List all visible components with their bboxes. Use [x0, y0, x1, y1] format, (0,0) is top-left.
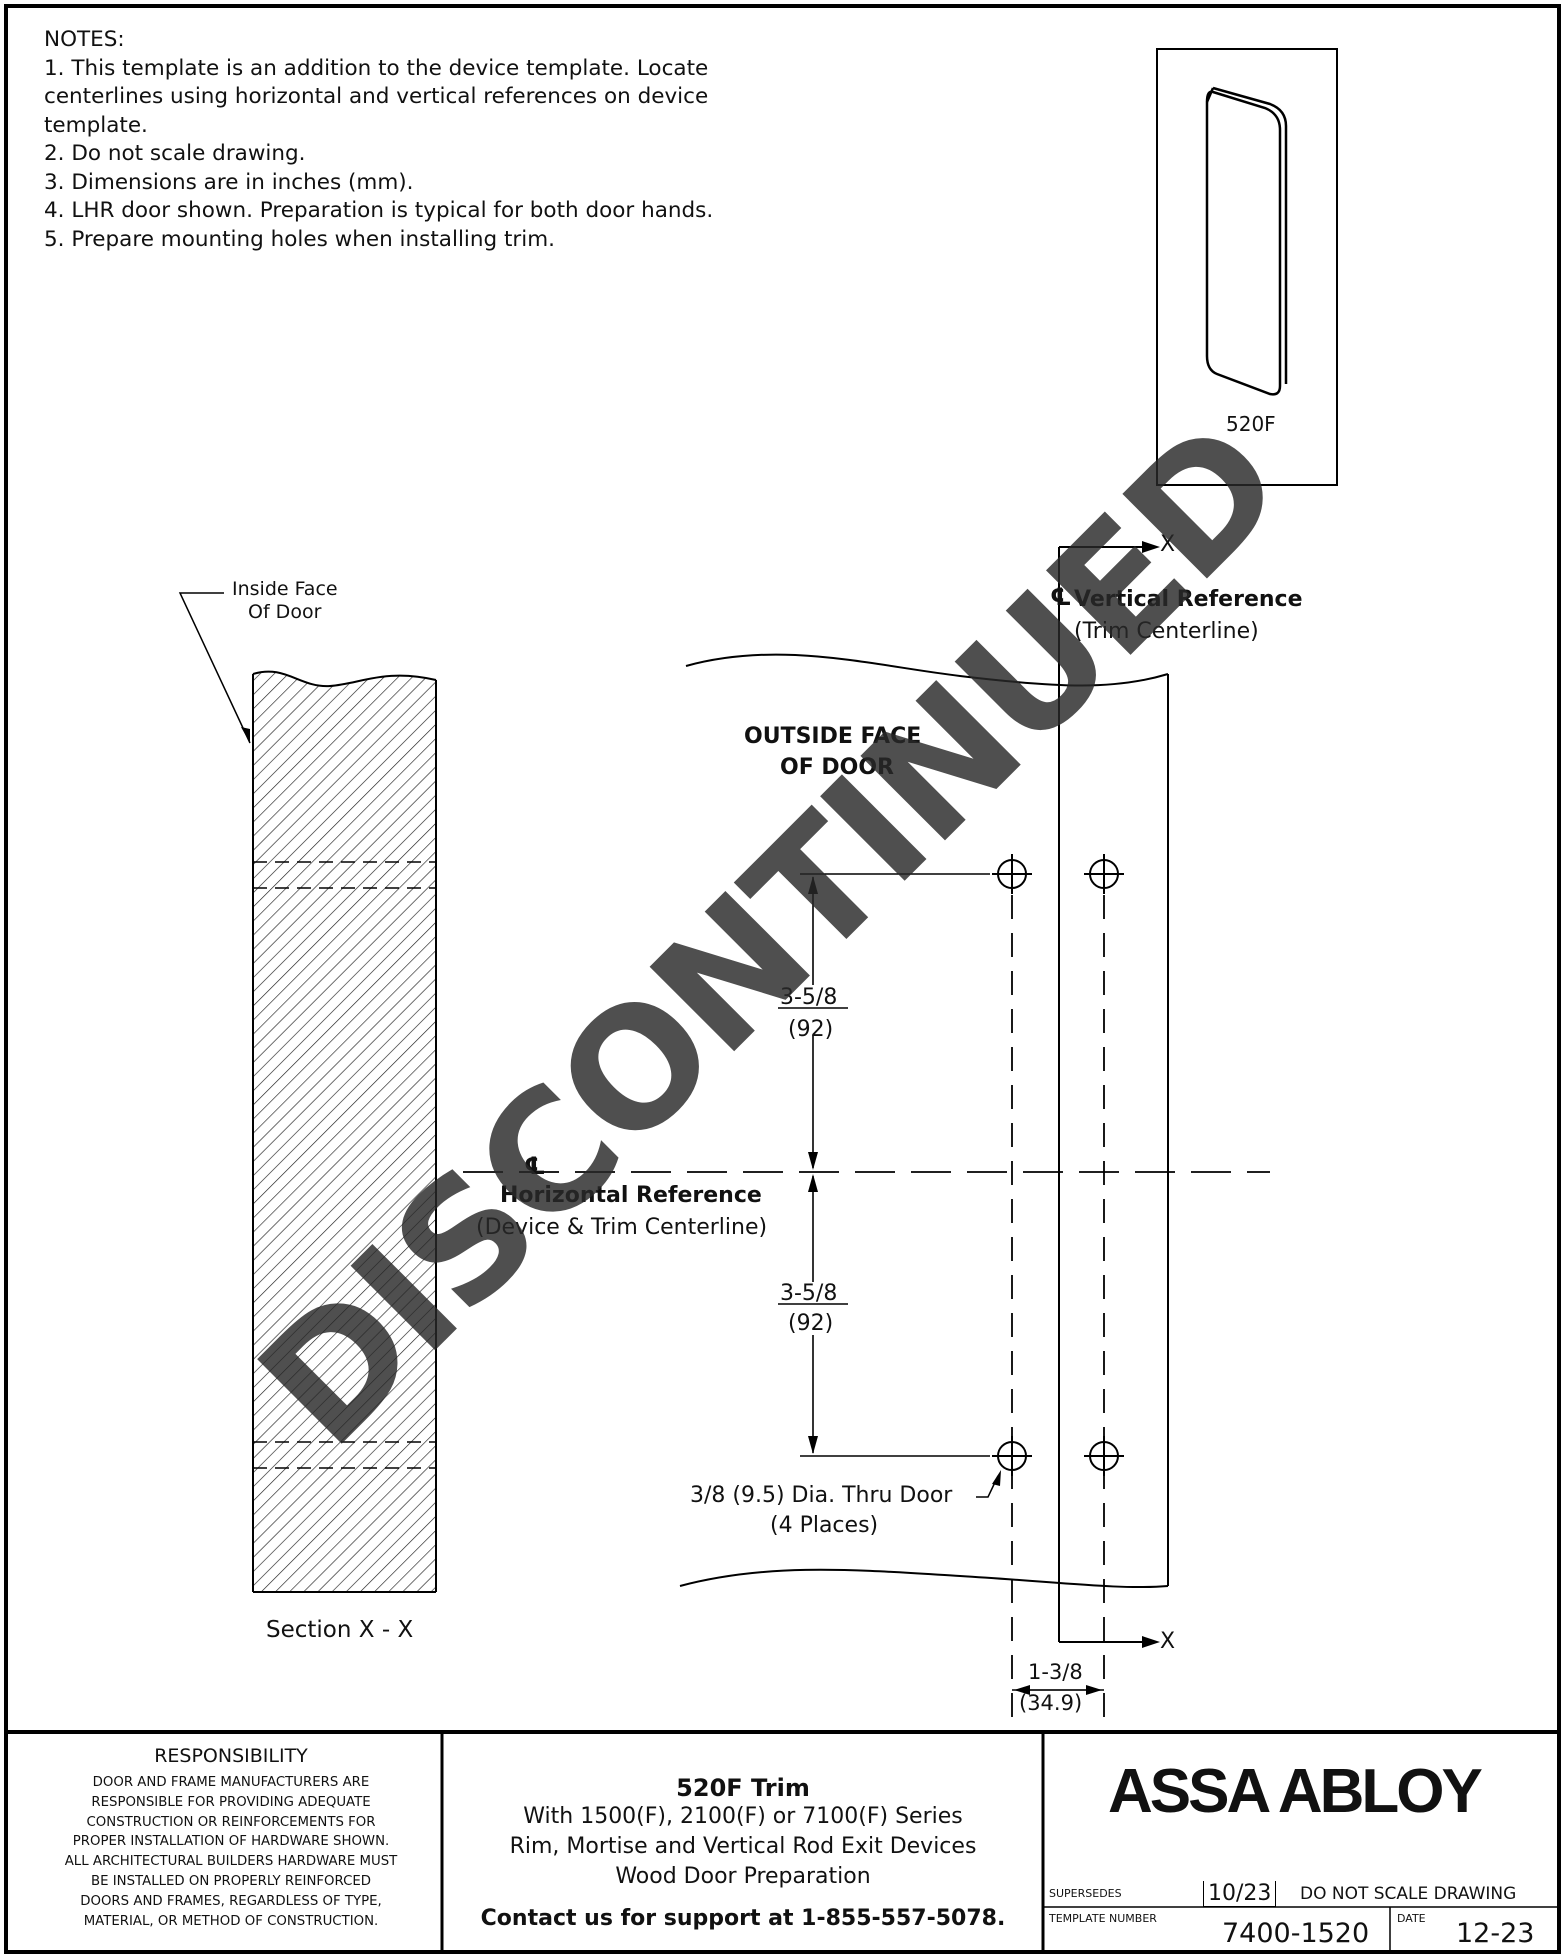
upper-dimension-inches: 3-5/8	[780, 985, 838, 1010]
width-dimension-mm: (34.9)	[1019, 1691, 1083, 1715]
responsibility-line: RESPONSIBLE FOR PROVIDING ADEQUATE	[91, 1794, 371, 1810]
note-line: centerlines using horizontal and vertica…	[44, 84, 709, 109]
responsibility-line: ALL ARCHITECTURAL BUILDERS HARDWARE MUST	[64, 1854, 398, 1870]
product-line-3: Rim, Mortise and Vertical Rod Exit Devic…	[509, 1834, 977, 1859]
note-line: 3. Dimensions are in inches (mm).	[44, 169, 414, 195]
vertical-reference-subtitle: (Trim Centerline)	[1074, 619, 1259, 644]
responsibility-title: RESPONSIBILITY	[154, 1745, 308, 1767]
note-line: 4. LHR door shown. Preparation is typica…	[44, 198, 714, 223]
trim-plate-illustration	[1205, 86, 1288, 396]
note-line: 5. Prepare mounting holes when installin…	[44, 226, 556, 252]
responsibility-line: CONSTRUCTION OR REINFORCEMENTS FOR	[86, 1814, 376, 1830]
inside-face-leader	[178, 592, 251, 744]
brand-logo: ASSA ABLOY	[1108, 1757, 1483, 1826]
hole-note-line-1: 3/8 (9.5) Dia. Thru Door	[690, 1483, 953, 1508]
notes-heading: NOTES:	[44, 27, 125, 52]
note-line: 2. Do not scale drawing.	[44, 141, 306, 166]
product-line-4: Wood Door Preparation	[615, 1864, 871, 1889]
product-line-2: With 1500(F), 2100(F) or 7100(F) Series	[523, 1804, 963, 1829]
product-model-label: 520F	[1226, 412, 1276, 436]
door-top-break	[685, 653, 1169, 687]
section-caption: Section X - X	[266, 1617, 414, 1643]
lower-dimension-inches: 3-5/8	[780, 1281, 838, 1306]
vertical-dimensions	[800, 873, 990, 1457]
general-notes: NOTES: 1. This template is an addition t…	[44, 26, 714, 254]
hole-centerlines	[1011, 895, 1105, 1730]
product-title: 520F Trim	[676, 1774, 810, 1802]
vertical-reference-title: Vertical Reference	[1074, 587, 1303, 612]
responsibility-line: DOOR AND FRAME MANUFACTURERS ARE	[92, 1775, 370, 1790]
responsibility-line: PROPER INSTALLATION OF HARDWARE SHOWN.	[72, 1834, 390, 1850]
inside-face-label-1: Inside Face	[232, 578, 338, 600]
hole-note-line-2: (4 Places)	[770, 1513, 879, 1538]
outside-face-label-1: OUTSIDE FACE	[744, 724, 922, 749]
horizontal-ref-centerline-symbol: ℄	[524, 1152, 546, 1180]
outside-face-label-2: OF DOOR	[780, 755, 894, 780]
vertical-ref-centerline-symbol: ℄	[1050, 583, 1072, 611]
door-section-hatch	[252, 670, 437, 1593]
horizontal-reference-subtitle: (Device & Trim Centerline)	[476, 1215, 768, 1240]
responsibility-text: DOOR AND FRAME MANUFACTURERS ARE RESPONS…	[20, 1773, 442, 1931]
width-dimension-inches: 1-3/8	[1028, 1660, 1083, 1684]
inside-face-label-2: Of Door	[248, 601, 322, 623]
responsibility-line: BE INSTALLED ON PROPERLY REINFORCED	[90, 1873, 372, 1889]
date-label: DATE	[1397, 1912, 1426, 1925]
lower-dimension-mm: (92)	[788, 1311, 834, 1336]
upper-dimension-mm: (92)	[788, 1017, 834, 1042]
mounting-holes	[992, 854, 1124, 1476]
support-contact: Contact us for support at 1-855-557-5078…	[480, 1906, 1006, 1931]
do-not-scale-note: DO NOT SCALE DRAWING	[1300, 1884, 1517, 1904]
section-cut-line	[1058, 546, 1147, 1643]
supersedes-value: 10/23	[1203, 1881, 1277, 1907]
horizontal-reference-title: Horizontal Reference	[500, 1183, 762, 1208]
template-number-label: TEMPLATE NUMBER	[1049, 1912, 1157, 1925]
responsibility-line: DOORS AND FRAMES, REGARDLESS OF TYPE,	[80, 1893, 382, 1909]
note-line: template.	[44, 112, 148, 138]
hole-note-leader	[976, 1475, 999, 1498]
section-marker-bottom: X	[1160, 1629, 1176, 1654]
sheet-border	[4, 4, 1561, 1954]
door-bottom-break	[679, 1568, 1169, 1589]
note-line: 1. This template is an addition to the d…	[44, 55, 709, 81]
product-view-frame	[1156, 48, 1338, 486]
date-value: 12-23	[1456, 1918, 1535, 1949]
section-marker-top: X	[1160, 532, 1176, 557]
supersedes-label: SUPERSEDES	[1049, 1887, 1122, 1900]
template-number: 7400-1520	[1222, 1918, 1370, 1949]
responsibility-line: MATERIAL, OR METHOD OF CONSTRUCTION.	[83, 1913, 379, 1929]
